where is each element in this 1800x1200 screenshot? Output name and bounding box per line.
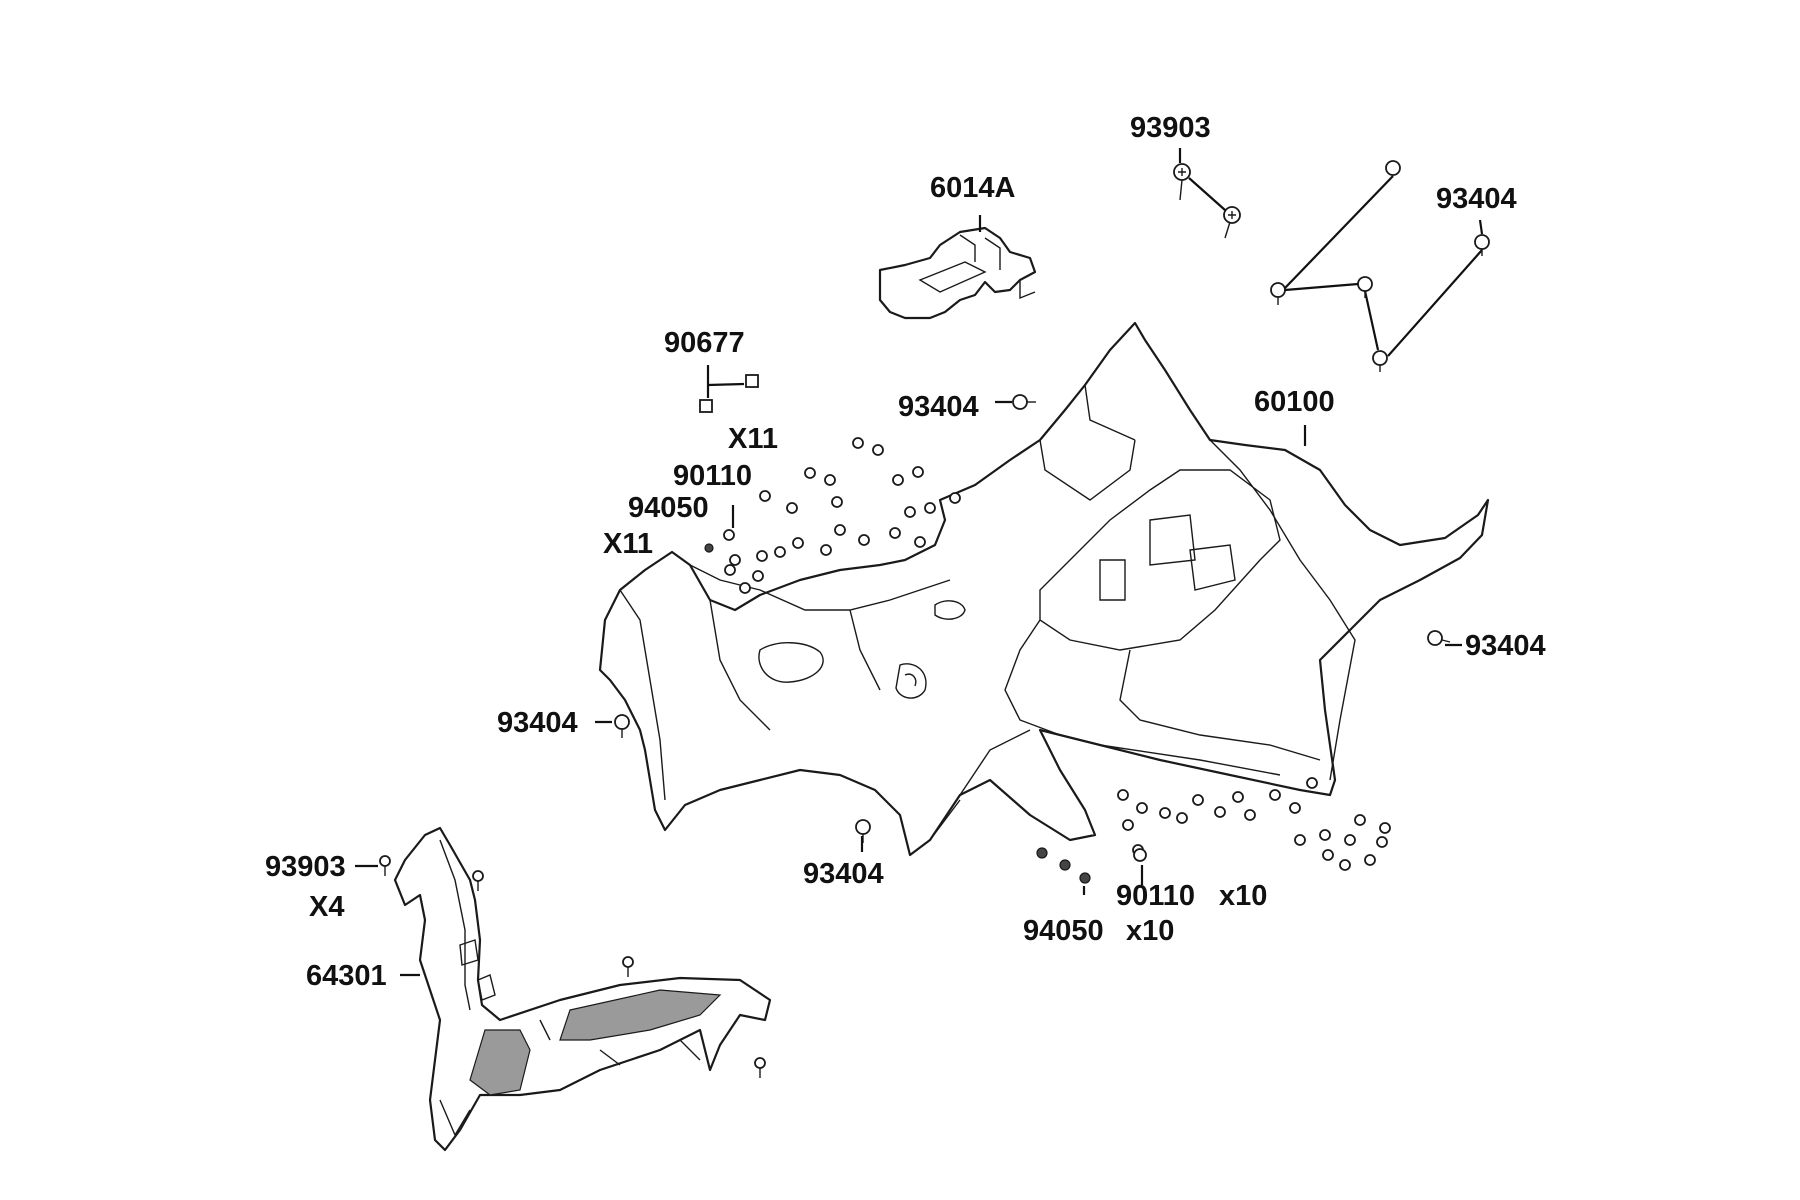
label-x11-b: X11 [603,528,653,560]
fastener-cluster-upper-icon [704,437,961,594]
part-labels: 6014A 93903 93404 90677 X11 93404 60100 … [265,112,1546,992]
label-60100: 60100 [1254,386,1335,418]
label-x10-a: x10 [1219,880,1267,912]
screw-icon [1223,206,1241,239]
label-x11-a: X11 [728,423,778,455]
label-93903-bottom: 93903 [265,851,346,883]
label-64301: 64301 [306,960,387,992]
fastener-cluster-lower-icon [1036,777,1391,884]
bolt-icon [995,394,1036,410]
bolt-group-icon [1270,160,1490,372]
label-94050-a: 94050 [628,492,709,524]
bolt-icon [595,714,630,738]
label-6014a: 6014A [930,172,1016,204]
part-64301-guard [393,826,772,1152]
label-93404-top-right: 93404 [1436,183,1517,215]
part-60100-fender [598,321,1490,857]
bolt-icon [855,819,871,852]
label-93404-bottom: 93404 [803,858,884,890]
clip-icon [699,365,759,413]
label-x4: X4 [309,891,344,923]
label-93404-mid: 93404 [898,391,979,423]
label-94050-b: 94050 [1023,915,1104,947]
bolt-icon [1427,630,1462,647]
label-90110-b: 90110 [1116,880,1195,912]
label-93903-top: 93903 [1130,112,1211,144]
label-90677: 90677 [664,327,745,359]
hardware [355,148,1490,1078]
label-93404-right: 93404 [1465,630,1546,662]
part-6014a-bracket [878,215,1037,320]
label-x10-b: x10 [1126,915,1174,947]
screw-icon [1173,163,1191,201]
label-93404-left: 93404 [497,707,578,739]
label-90110-a: 90110 [673,460,752,492]
screw-icon [355,855,766,1078]
